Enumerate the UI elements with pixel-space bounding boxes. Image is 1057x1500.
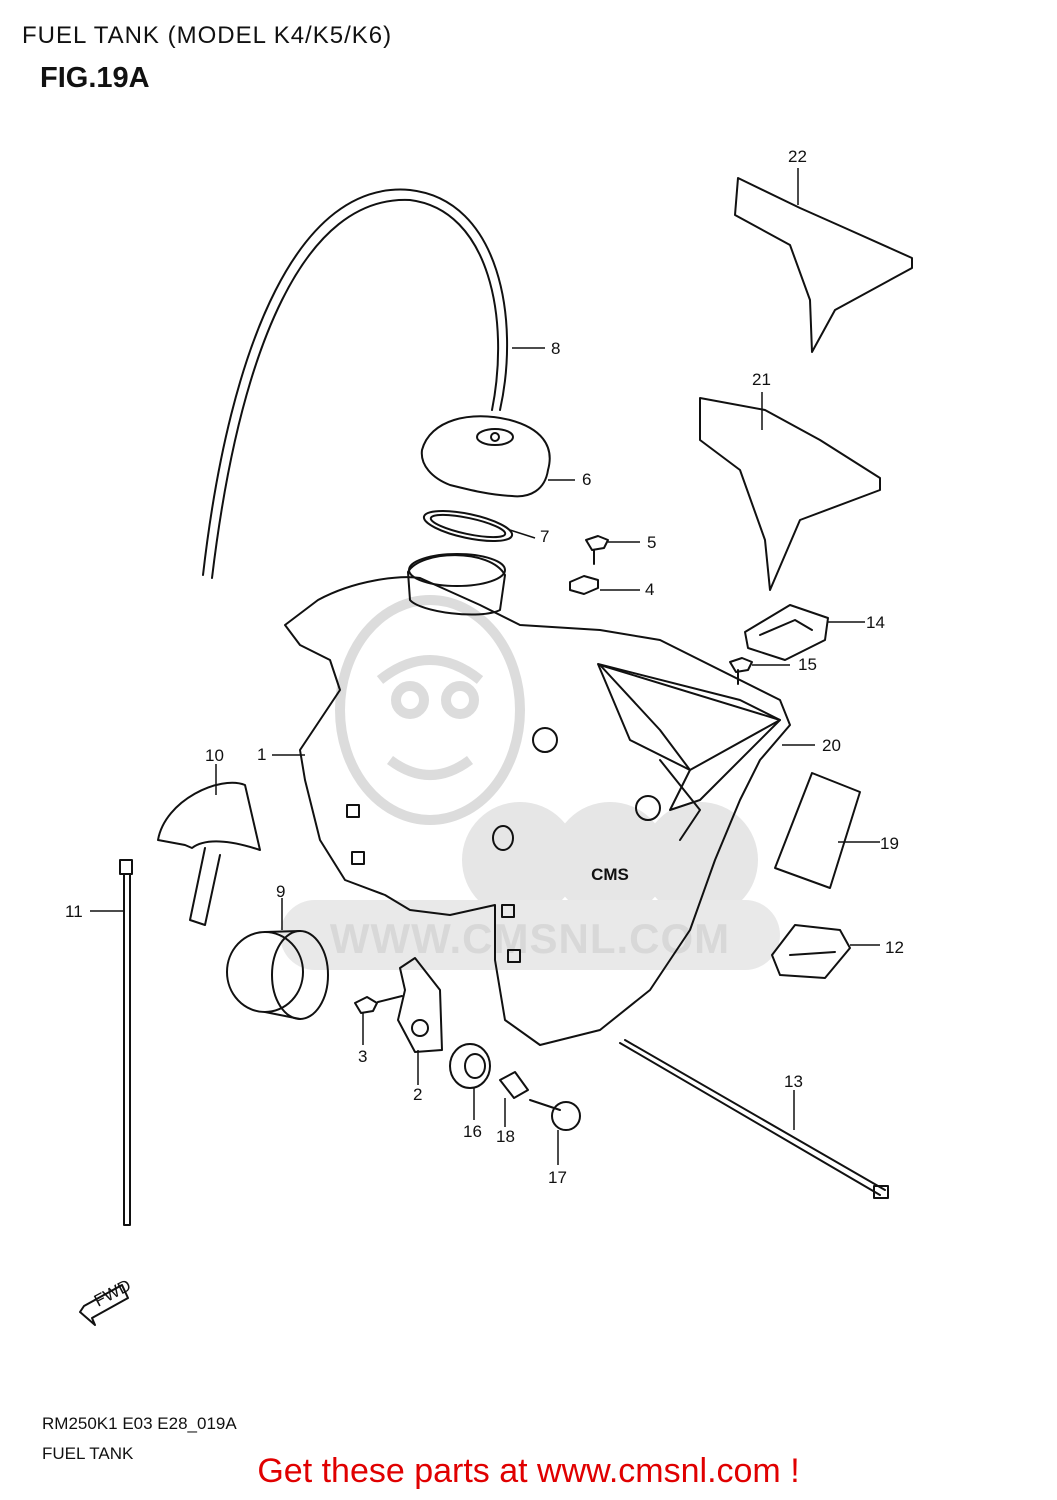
bracket-part-2 [397, 957, 443, 1053]
screw-part-5 [585, 535, 609, 565]
page-title: FUEL TANK (MODEL K4/K5/K6) [22, 22, 393, 49]
callout-21: 21 [752, 370, 771, 389]
fwd-arrow-icon [79, 1284, 129, 1326]
callout-17: 17 [548, 1168, 567, 1187]
cms-watermark-logo: CMS [280, 595, 780, 970]
callout-12: 12 [885, 938, 904, 957]
cable-tie-part-13 [619, 1039, 889, 1199]
fuel-cap-part-6 [420, 415, 551, 498]
strap-hook-part-14 [744, 604, 829, 661]
holder-part-10 [157, 781, 261, 926]
fuel-tank-part-1 [284, 553, 791, 1046]
callout-1: 1 [257, 745, 266, 764]
callout-19: 19 [880, 834, 899, 853]
nut-part-4 [569, 575, 599, 595]
callout-5: 5 [647, 533, 656, 552]
clip-part-12 [771, 924, 851, 979]
grommet-part-16 [449, 1043, 491, 1089]
watermark-logo-text: CMS [591, 865, 629, 884]
watermark-url: WWW.CMSNL.COM [329, 915, 731, 962]
callout-10: 10 [205, 746, 224, 765]
callout-22: 22 [788, 147, 807, 166]
decal-part-22 [734, 177, 913, 353]
decal-part-21 [699, 397, 881, 591]
callout-2: 2 [413, 1085, 422, 1104]
screw-part-15 [729, 657, 753, 685]
callout-11: 11 [65, 902, 83, 921]
side-cover-part-20 [599, 664, 781, 811]
callout-labels: 22 8 21 6 7 5 4 14 15 20 1 10 19 11 9 12… [65, 147, 904, 1187]
callout-18: 18 [496, 1127, 515, 1146]
breather-hose-part-8 [202, 188, 509, 579]
bolt-part-3 [354, 995, 403, 1014]
callout-6: 6 [582, 470, 591, 489]
collar-part-18 [499, 1071, 529, 1099]
fwd-label: FWD [91, 1276, 134, 1311]
cable-tie-part-11 [119, 859, 133, 1226]
promo-link[interactable]: Get these parts at www.cmsnl.com ! [257, 1452, 800, 1490]
callout-9: 9 [276, 882, 285, 901]
diagram-name: FUEL TANK [42, 1444, 134, 1463]
figure-number: FIG.19A [40, 62, 150, 94]
callout-13: 13 [784, 1072, 803, 1091]
diagram-code: RM250K1 E03 E28_019A [42, 1414, 237, 1433]
callout-15: 15 [798, 655, 817, 674]
cushion-part-9 [226, 930, 329, 1020]
callout-7: 7 [540, 527, 549, 546]
callout-16: 16 [463, 1122, 482, 1141]
callout-4: 4 [645, 580, 654, 599]
callout-14: 14 [866, 613, 885, 632]
callout-8: 8 [551, 339, 560, 358]
callout-3: 3 [358, 1047, 367, 1066]
callout-20: 20 [822, 736, 841, 755]
pad-part-19 [774, 772, 861, 889]
gasket-part-7 [422, 509, 514, 543]
bolt-part-17 [529, 1099, 581, 1131]
